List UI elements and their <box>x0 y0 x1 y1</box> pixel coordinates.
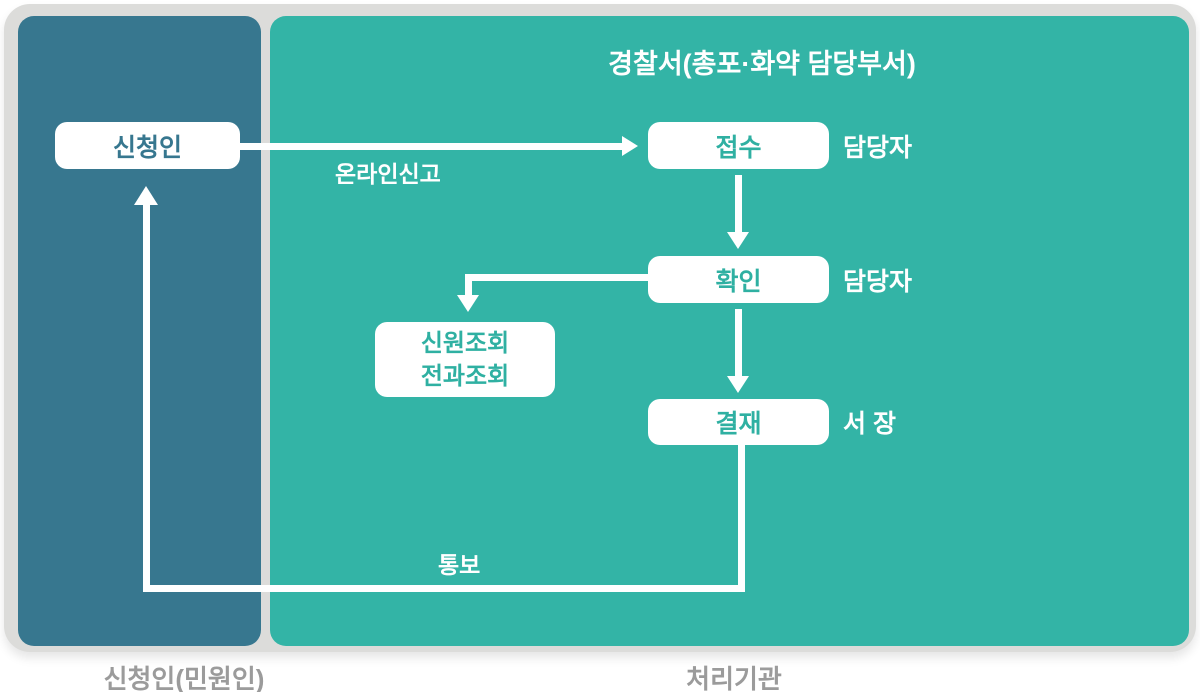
lane-label-agency: 처리기관 <box>686 664 782 692</box>
agency-title: 경찰서(총포·화약 담당부서) <box>608 49 916 79</box>
diagram-frame <box>4 4 1196 652</box>
node-confirm: 확인 <box>648 256 829 303</box>
arrow-down-icon <box>457 295 479 312</box>
arrow-notify-hline <box>143 585 745 592</box>
arrow-confirm-to-check-vline <box>465 274 472 296</box>
arrow-applicant-to-reception-line <box>240 143 624 150</box>
arrow-down-icon <box>727 232 749 249</box>
arrow-return-up-line <box>143 205 150 592</box>
background-check-line2: 전과조회 <box>420 362 510 390</box>
role-label-reception: 담당자 <box>843 133 913 162</box>
node-reception: 접수 <box>648 122 829 169</box>
role-label-approval: 서 장 <box>843 410 896 438</box>
arrow-up-icon <box>134 186 158 205</box>
node-applicant: 신청인 <box>55 122 240 169</box>
background-check-line1: 신원조회 <box>420 329 510 357</box>
arrow-right-icon <box>622 136 638 156</box>
edge-label-notify: 통보 <box>438 552 481 578</box>
node-approval: 결재 <box>648 399 829 445</box>
lane-label-applicant: 신청인(민원인) <box>103 664 265 692</box>
arrow-approval-down-line <box>738 445 745 592</box>
edge-label-online-report: 온라인신고 <box>335 161 441 187</box>
arrow-confirm-to-check-hline <box>465 274 648 281</box>
arrow-confirm-to-approval-line <box>735 309 742 376</box>
role-label-confirm: 담당자 <box>843 267 913 296</box>
applicant-lane-panel <box>18 16 261 646</box>
arrow-down-icon <box>727 376 749 393</box>
arrow-reception-to-confirm-line <box>735 175 742 234</box>
node-background-check: 신원조회 전과조회 <box>375 322 555 397</box>
